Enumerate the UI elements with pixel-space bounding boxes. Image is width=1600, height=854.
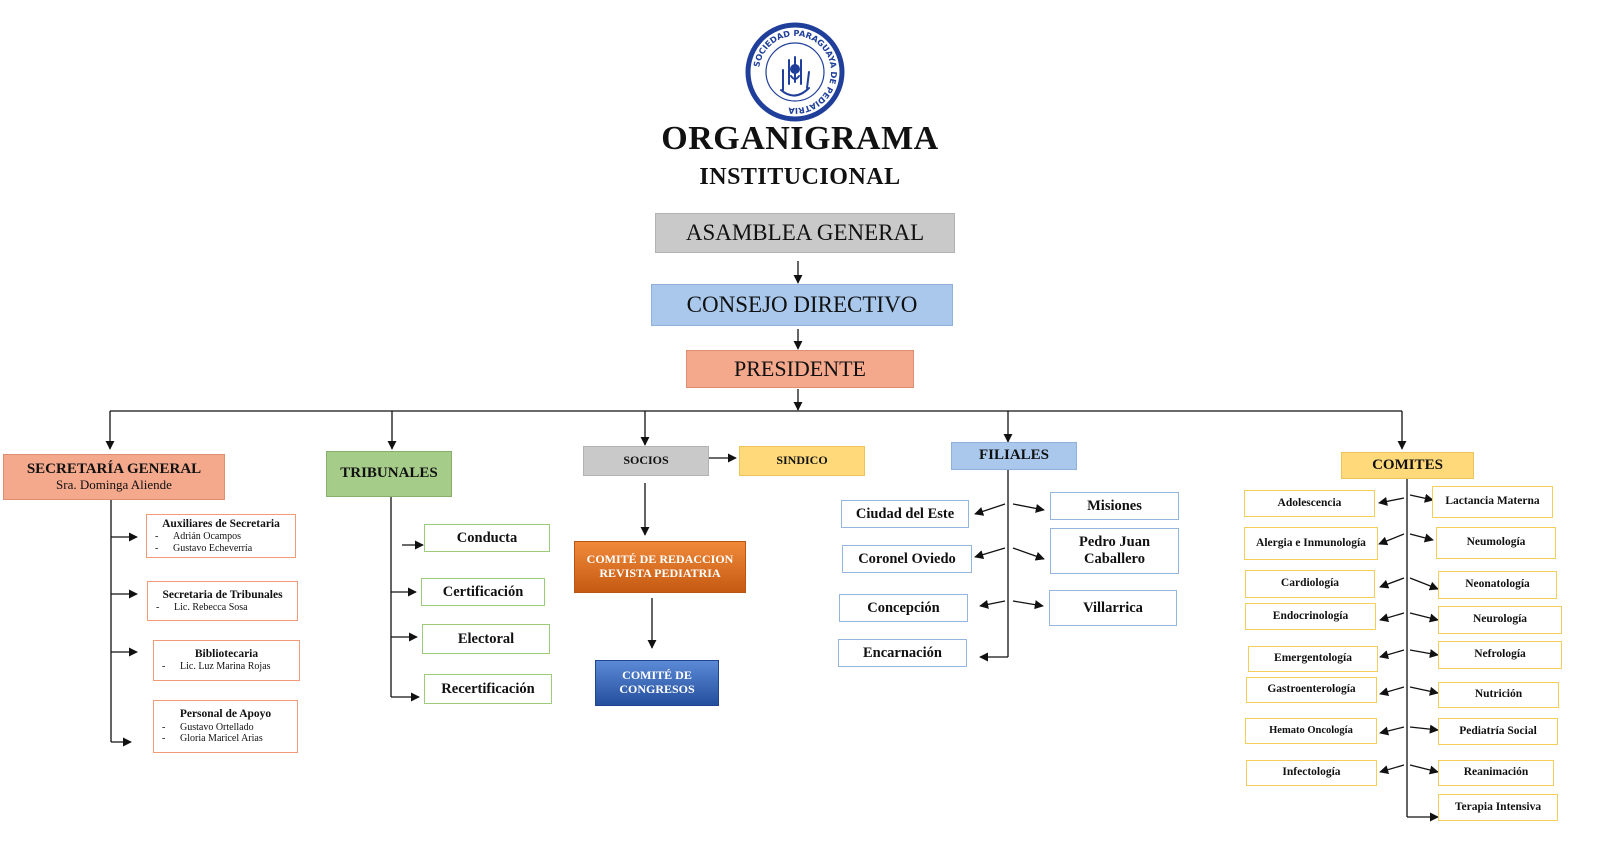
secretaria-tribunales-title: Secretaria de Tribunales <box>162 588 283 601</box>
tribunal-conducta-box: Conducta <box>424 524 550 552</box>
chart-subtitle: INSTITUCIONAL <box>699 164 901 190</box>
bibliotecaria-staff-1: Lic. Luz Marina Rojas <box>154 661 299 673</box>
comite-cardiologia-box: Cardiología <box>1245 570 1375 598</box>
comite-neurologia-box: Neurología <box>1438 606 1562 634</box>
filial-villarrica-box: Villarrica <box>1049 590 1177 626</box>
filial-concepcion-box: Concepción <box>839 594 968 622</box>
comite-redaccion-box: COMITÉ DE REDACCION REVISTA PEDIATRIA <box>574 541 746 593</box>
comite-emergentologia-box: Emergentología <box>1248 646 1378 672</box>
comite-nefrologia-box: Nefrología <box>1438 641 1562 669</box>
auxiliares-secretaria-title: Auxiliares de Secretaria <box>162 517 280 530</box>
personal-apoyo-staff-1: Gustavo Ortellado <box>154 722 297 734</box>
asamblea-general-box: ASAMBLEA GENERAL <box>655 213 955 253</box>
comite-endocrinologia-box: Endocrinología <box>1245 603 1376 630</box>
sindico-box: SINDICO <box>739 446 865 476</box>
comite-alergia-inmunologia-label: Alergia e Inmunología <box>1256 536 1366 549</box>
filial-ciudad-del-este-box: Ciudad del Este <box>841 500 969 528</box>
socios-title: SOCIOS <box>623 453 669 468</box>
bibliotecaria-title: Bibliotecaria <box>194 648 259 661</box>
comite-terapia-intensiva-box: Terapia Intensiva <box>1438 794 1558 821</box>
comite-pediatria-social-label: Pediatría Social <box>1459 724 1537 737</box>
secretaria-general-head: Sra. Dominga Aliende <box>56 477 172 493</box>
comite-cardiologia-label: Cardiología <box>1280 577 1340 590</box>
comite-endocrinologia-label: Endocrinología <box>1272 609 1349 622</box>
filial-villarrica-label: Villarrica <box>1083 599 1143 616</box>
tribunal-certificacion-label: Certificación <box>442 583 524 600</box>
tribunal-certificacion-box: Certificación <box>421 578 545 606</box>
filiales-box: FILIALES <box>951 442 1077 470</box>
auxiliares-staff-2: Gustavo Echeverría <box>147 543 295 555</box>
comite-lactancia-materna-box: Lactancia Materna <box>1432 486 1553 518</box>
comite-neumologia-label: Neumología <box>1466 536 1526 549</box>
consejo-directivo-box: CONSEJO DIRECTIVO <box>651 284 953 326</box>
comite-adolescencia-label: Adolescencia <box>1277 496 1342 509</box>
personal-apoyo-box: Personal de Apoyo Gustavo Ortellado Glor… <box>153 700 298 753</box>
comite-reanimacion-box: Reanimación <box>1438 760 1554 786</box>
filial-concepcion-label: Concepción <box>867 599 940 616</box>
filial-encarnacion-box: Encarnación <box>838 639 967 667</box>
auxiliares-staff-1: Adrián Ocampos <box>147 531 295 543</box>
consejo-directivo-label: CONSEJO DIRECTIVO <box>686 291 918 317</box>
comite-alergia-inmunologia-box: Alergia e Inmunología <box>1244 527 1378 560</box>
comites-box: COMITES <box>1341 452 1474 479</box>
presidente-label: PRESIDENTE <box>734 356 866 382</box>
tribunales-box: TRIBUNALES <box>326 451 452 497</box>
personal-apoyo-title: Personal de Apoyo <box>179 708 272 721</box>
comite-gastroenterologia-box: Gastroenterología <box>1246 677 1377 703</box>
comite-nefrologia-label: Nefrología <box>1474 648 1526 661</box>
sociedad-paraguaya-pediatria-logo: SOCIEDAD PARAGUAYA DE PEDIATRIA <box>745 22 845 122</box>
comite-terapia-intensiva-label: Terapia Intensiva <box>1454 800 1542 813</box>
presidente-box: PRESIDENTE <box>686 350 914 388</box>
comite-congresos-label: COMITÉ DE CONGRESOS <box>619 668 695 696</box>
filial-pedro-juan-caballero-box: Pedro Juan Caballero <box>1050 528 1179 574</box>
comite-emergentologia-label: Emergentología <box>1274 652 1352 665</box>
comite-gastroenterologia-label: Gastroenterología <box>1267 683 1356 696</box>
tribunales-title: TRIBUNALES <box>340 465 438 482</box>
comites-title: COMITES <box>1372 456 1443 473</box>
filial-encarnacion-label: Encarnación <box>863 644 942 661</box>
filial-coronel-oviedo-box: Coronel Oviedo <box>842 545 972 573</box>
secretaria-tribunales-staff-1: Lic. Rebecca Sosa <box>148 602 297 614</box>
tribunal-recertificacion-label: Recertificación <box>441 680 535 697</box>
tribunal-conducta-label: Conducta <box>456 529 518 546</box>
comite-infectologia-box: Infectología <box>1246 760 1377 786</box>
secretaria-tribunales-box: Secretaria de Tribunales Lic. Rebecca So… <box>147 581 298 621</box>
sindico-title: SINDICO <box>776 453 828 468</box>
hand-child-seal-icon <box>780 56 810 97</box>
comite-neumologia-box: Neumología <box>1436 527 1556 559</box>
comite-nutricion-box: Nutrición <box>1438 682 1559 708</box>
bibliotecaria-box: Bibliotecaria Lic. Luz Marina Rojas <box>153 640 300 681</box>
filial-coronel-oviedo-label: Coronel Oviedo <box>858 550 956 567</box>
tribunal-recertificacion-box: Recertificación <box>424 674 552 704</box>
personal-apoyo-staff-2: Gloria Maricel Arias <box>154 733 297 745</box>
secretaria-general-box: SECRETARÍA GENERAL Sra. Dominga Aliende <box>3 454 225 500</box>
filial-misiones-label: Misiones <box>1087 497 1142 514</box>
comite-reanimacion-label: Reanimación <box>1463 766 1529 779</box>
comite-neurologia-label: Neurología <box>1472 613 1528 626</box>
filiales-title: FILIALES <box>978 447 1050 464</box>
filial-pedro-juan-caballero-label: Pedro Juan Caballero <box>1078 534 1151 567</box>
secretaria-general-title: SECRETARÍA GENERAL <box>26 460 202 477</box>
tribunal-electoral-label: Electoral <box>457 630 515 647</box>
auxiliares-secretaria-box: Auxiliares de Secretaria Adrián Ocampos … <box>146 514 296 558</box>
comite-hemato-oncologia-label: Hemato Oncología <box>1269 724 1353 736</box>
comite-lactancia-materna-label: Lactancia Materna <box>1445 495 1540 508</box>
comite-infectologia-label: Infectología <box>1282 766 1341 779</box>
comite-hemato-oncologia-box: Hemato Oncología <box>1245 718 1377 744</box>
asamblea-general-label: ASAMBLEA GENERAL <box>685 219 925 245</box>
comite-nutricion-label: Nutrición <box>1474 688 1523 701</box>
comite-neonatologia-label: Neonatología <box>1465 578 1530 591</box>
socios-box: SOCIOS <box>583 446 709 476</box>
comite-congresos-box: COMITÉ DE CONGRESOS <box>595 660 719 706</box>
comite-redaccion-label: COMITÉ DE REDACCION REVISTA PEDIATRIA <box>586 552 734 580</box>
chart-title: ORGANIGRAMA <box>661 120 939 157</box>
filial-ciudad-del-este-label: Ciudad del Este <box>855 505 955 522</box>
comite-pediatria-social-box: Pediatría Social <box>1438 718 1558 745</box>
comite-adolescencia-box: Adolescencia <box>1244 490 1375 517</box>
comite-neonatologia-box: Neonatología <box>1438 571 1557 599</box>
tribunal-electoral-box: Electoral <box>422 624 550 654</box>
filial-misiones-box: Misiones <box>1050 492 1179 520</box>
